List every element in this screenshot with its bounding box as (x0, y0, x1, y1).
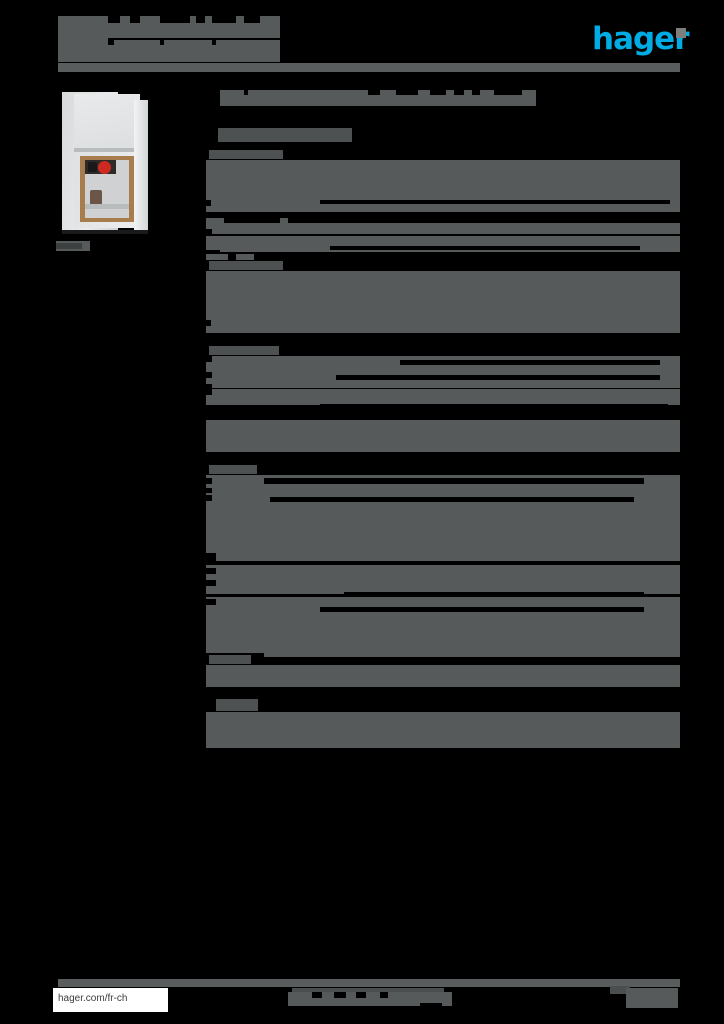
row-gap (206, 580, 216, 586)
title-notch (212, 16, 236, 23)
section-body (206, 565, 680, 579)
section-body (206, 271, 680, 333)
heading-notch (368, 90, 380, 95)
row-gap (228, 254, 236, 260)
row-gap (288, 218, 684, 223)
dotted-leader (330, 246, 640, 250)
title-notch (130, 16, 140, 23)
section-body (206, 509, 680, 561)
title-notch (160, 16, 190, 23)
footer-page-number-top (610, 986, 630, 994)
enclosure-lower-device (90, 190, 102, 205)
footer-divider-rule (58, 979, 680, 987)
dotted-leader (320, 200, 670, 204)
section-body (206, 578, 680, 594)
product-caption-shade (56, 243, 82, 249)
title-notch (108, 40, 114, 45)
heading-notch (430, 90, 446, 95)
heading-notch (494, 90, 522, 95)
row-gap (206, 599, 216, 605)
row-gap (206, 200, 211, 206)
section-title (216, 699, 258, 711)
title-notch (196, 16, 205, 23)
enclosure-front-door (134, 100, 148, 230)
dotted-leader (344, 592, 644, 597)
row-gap (206, 478, 212, 484)
section-body (206, 613, 680, 657)
hager-logo-text: hager (592, 21, 689, 57)
row-gap (206, 553, 216, 561)
product-image (56, 88, 156, 236)
registered-trademark-icon (676, 28, 686, 38)
row-gap (206, 488, 212, 494)
hager-logo[interactable]: hager (592, 22, 689, 56)
enclosure-lid-edge (74, 148, 140, 153)
footer-notch (334, 992, 346, 998)
heading-notch (472, 90, 480, 95)
enclosure-lid (74, 94, 140, 150)
footer-url-box[interactable]: hager.com/fr-ch (53, 988, 168, 1012)
enclosure-red-indicator-icon (98, 161, 111, 174)
row-gap (206, 495, 212, 501)
enclosure-black-device (88, 162, 97, 172)
dotted-leader (264, 561, 680, 565)
footer-notch (356, 992, 366, 998)
dotted-leader (336, 375, 660, 380)
enclosure-shadow (62, 230, 148, 234)
footer-notch (380, 992, 388, 998)
dotted-leader (264, 478, 644, 484)
row-gap (206, 356, 212, 362)
title-notch (212, 40, 216, 45)
row-gap (206, 212, 686, 218)
title-notch (244, 16, 260, 23)
heading-notch (244, 90, 248, 95)
row-gap (206, 320, 211, 326)
row-gap (206, 250, 220, 255)
row-gap (206, 568, 216, 574)
section-body (206, 160, 680, 216)
dotted-leader (270, 497, 634, 502)
header-divider-rule (58, 63, 680, 72)
dotted-leader (400, 360, 660, 365)
footer-url-text[interactable]: hager.com/fr-ch (58, 993, 128, 1004)
dotted-leader (320, 607, 644, 612)
dotted-leader (320, 404, 668, 409)
section-title (209, 261, 283, 270)
row-gap (224, 218, 280, 223)
section-title (209, 346, 279, 355)
row-gap (206, 389, 212, 395)
section-title (209, 465, 257, 474)
footer-center-text (288, 992, 452, 1006)
section-body (206, 712, 680, 748)
title-notch (108, 16, 120, 23)
footer-page-number (626, 988, 678, 1008)
row-gap (206, 384, 212, 389)
row-gap (206, 372, 212, 378)
section-title (209, 150, 283, 159)
heading-notch (454, 90, 464, 95)
section-title (209, 655, 251, 664)
footer-notch (420, 1003, 442, 1011)
row-gap (206, 229, 212, 235)
page-subtitle (218, 128, 352, 142)
section-body (206, 665, 680, 687)
footer-notch (312, 992, 322, 998)
section-body (206, 389, 680, 405)
heading-notch (396, 90, 418, 95)
header-title-line-2 (82, 40, 280, 62)
title-notch (160, 40, 164, 45)
row-gap (254, 254, 682, 260)
enclosure-shelf (85, 204, 129, 209)
section-body (206, 420, 680, 452)
